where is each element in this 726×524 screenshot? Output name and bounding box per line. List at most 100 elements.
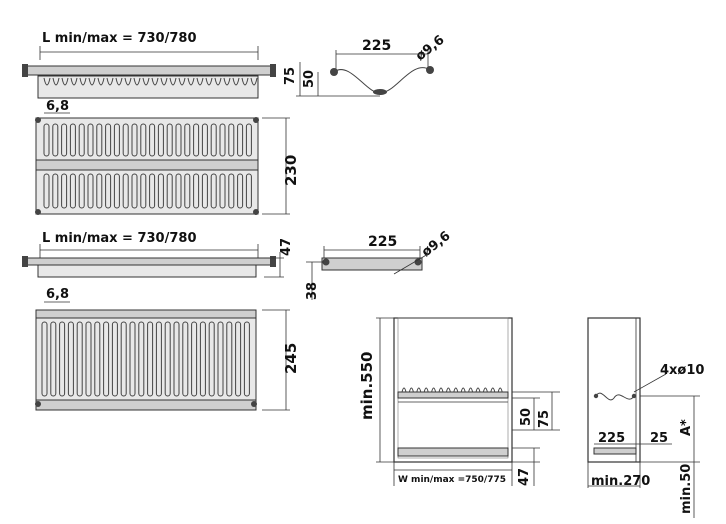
top-rack-frame [37, 75, 259, 99]
rack-slot [166, 123, 173, 157]
rack-slot [199, 321, 206, 397]
rack-slot [228, 173, 235, 209]
rack-slot [193, 123, 200, 157]
bottom-rack-height: 47 [279, 238, 294, 256]
rack-slot [69, 173, 76, 209]
rack-slot [173, 321, 180, 397]
rack-slot [243, 321, 250, 397]
rack-slot [235, 321, 242, 397]
rack-finger [438, 387, 444, 393]
rack-slot [201, 173, 208, 209]
rack-finger [187, 77, 195, 86]
rack-slot [237, 173, 244, 209]
rack-slot [41, 321, 48, 397]
rack-finger [401, 387, 407, 393]
rack-slot [103, 321, 110, 397]
rack-finger [133, 77, 141, 86]
bottom-rack-pitch: 6,8 [46, 287, 69, 302]
rack-slot [87, 123, 94, 157]
bottom-rack-profile: 225 ø9,6 38 [305, 229, 454, 300]
top-rack-slots [43, 123, 252, 209]
rack-finger [468, 387, 474, 393]
cabinet-front-view: min.550 W min/max =750/775 50 75 47 [358, 317, 560, 486]
rack-slot [59, 321, 66, 397]
top-rack-profile: 225 ø9,6 75 50 [283, 33, 448, 97]
rack-slot [129, 321, 136, 397]
rack-slot [50, 321, 57, 397]
cabinet-rack-slots [401, 387, 503, 393]
cabinet-height-min: min.550 [358, 352, 376, 420]
side-offset-a: A* [679, 419, 694, 436]
top-rack-fingers [43, 77, 258, 86]
cabinet-bottom-tray [397, 447, 509, 457]
rack-finger [460, 387, 466, 393]
rack-slot [164, 321, 171, 397]
rack-slot [219, 123, 226, 157]
top-profile-width: 225 [362, 38, 391, 54]
rack-finger [97, 77, 105, 86]
rack-slot [175, 123, 182, 157]
rack-finger [115, 77, 123, 86]
rack-slot [140, 173, 147, 209]
cabinet-gap-upper-a: 50 [519, 408, 534, 426]
rack-finger [61, 77, 69, 86]
rack-slot [131, 123, 138, 157]
rack-finger [196, 77, 204, 86]
rack-finger [223, 77, 231, 86]
rack-slot [175, 173, 182, 209]
top-rack-rail [25, 65, 275, 76]
rack-finger [205, 77, 213, 86]
rack-slot [131, 173, 138, 209]
rack-slot [61, 123, 68, 157]
bottom-profile-height: 38 [305, 282, 320, 300]
cabinet-width-label: W min/max =750/775 [398, 475, 506, 485]
rack-finger [88, 77, 96, 86]
rack-finger [70, 77, 78, 86]
rack-finger [423, 387, 429, 393]
rack-finger [43, 77, 51, 86]
rack-slot [226, 321, 233, 397]
rack-slot [52, 173, 59, 209]
side-depth-min: min.270 [591, 474, 650, 489]
top-rack-length-label: L min/max = 730/780 [42, 31, 196, 46]
rack-slot [105, 173, 112, 209]
side-depth-b: 25 [650, 431, 668, 446]
rack-slot [43, 123, 50, 157]
rack-slot [149, 173, 156, 209]
bottom-rack-tray [37, 264, 257, 278]
rack-slot [157, 173, 164, 209]
rack-finger [142, 77, 150, 86]
rack-slot [52, 123, 59, 157]
rack-slot [208, 321, 215, 397]
rack-slot [155, 321, 162, 397]
rack-finger [52, 77, 60, 86]
rack-slot [120, 321, 127, 397]
top-rack-pitch: 6,8 [46, 99, 69, 114]
rack-slot [85, 321, 92, 397]
cabinet-gap-upper-b: 75 [537, 410, 552, 428]
bottom-profile-width: 225 [368, 234, 397, 250]
rack-finger [416, 387, 422, 393]
rack-slot [113, 123, 120, 157]
rack-slot [76, 321, 83, 397]
rack-slot [61, 173, 68, 209]
rack-finger [475, 387, 481, 393]
rack-finger [453, 387, 459, 393]
top-rack-elevation: 6,8 230 [35, 99, 300, 215]
rack-slot [193, 173, 200, 209]
rack-slot [149, 123, 156, 157]
rack-finger [214, 77, 222, 86]
rack-finger [445, 387, 451, 393]
rack-finger [431, 387, 437, 393]
cabinet-gap-lower: 47 [517, 468, 532, 486]
rack-finger [106, 77, 114, 86]
top-profile-height-outer: 75 [283, 67, 298, 85]
rack-slot [217, 321, 224, 397]
side-height-min: min.50 [679, 464, 694, 514]
rack-slot [228, 123, 235, 157]
rack-slot [113, 173, 120, 209]
bottom-rack-length-label: L min/max = 730/780 [42, 231, 196, 246]
rack-slot [138, 321, 145, 397]
rack-slot [111, 321, 118, 397]
rack-finger [250, 77, 258, 86]
